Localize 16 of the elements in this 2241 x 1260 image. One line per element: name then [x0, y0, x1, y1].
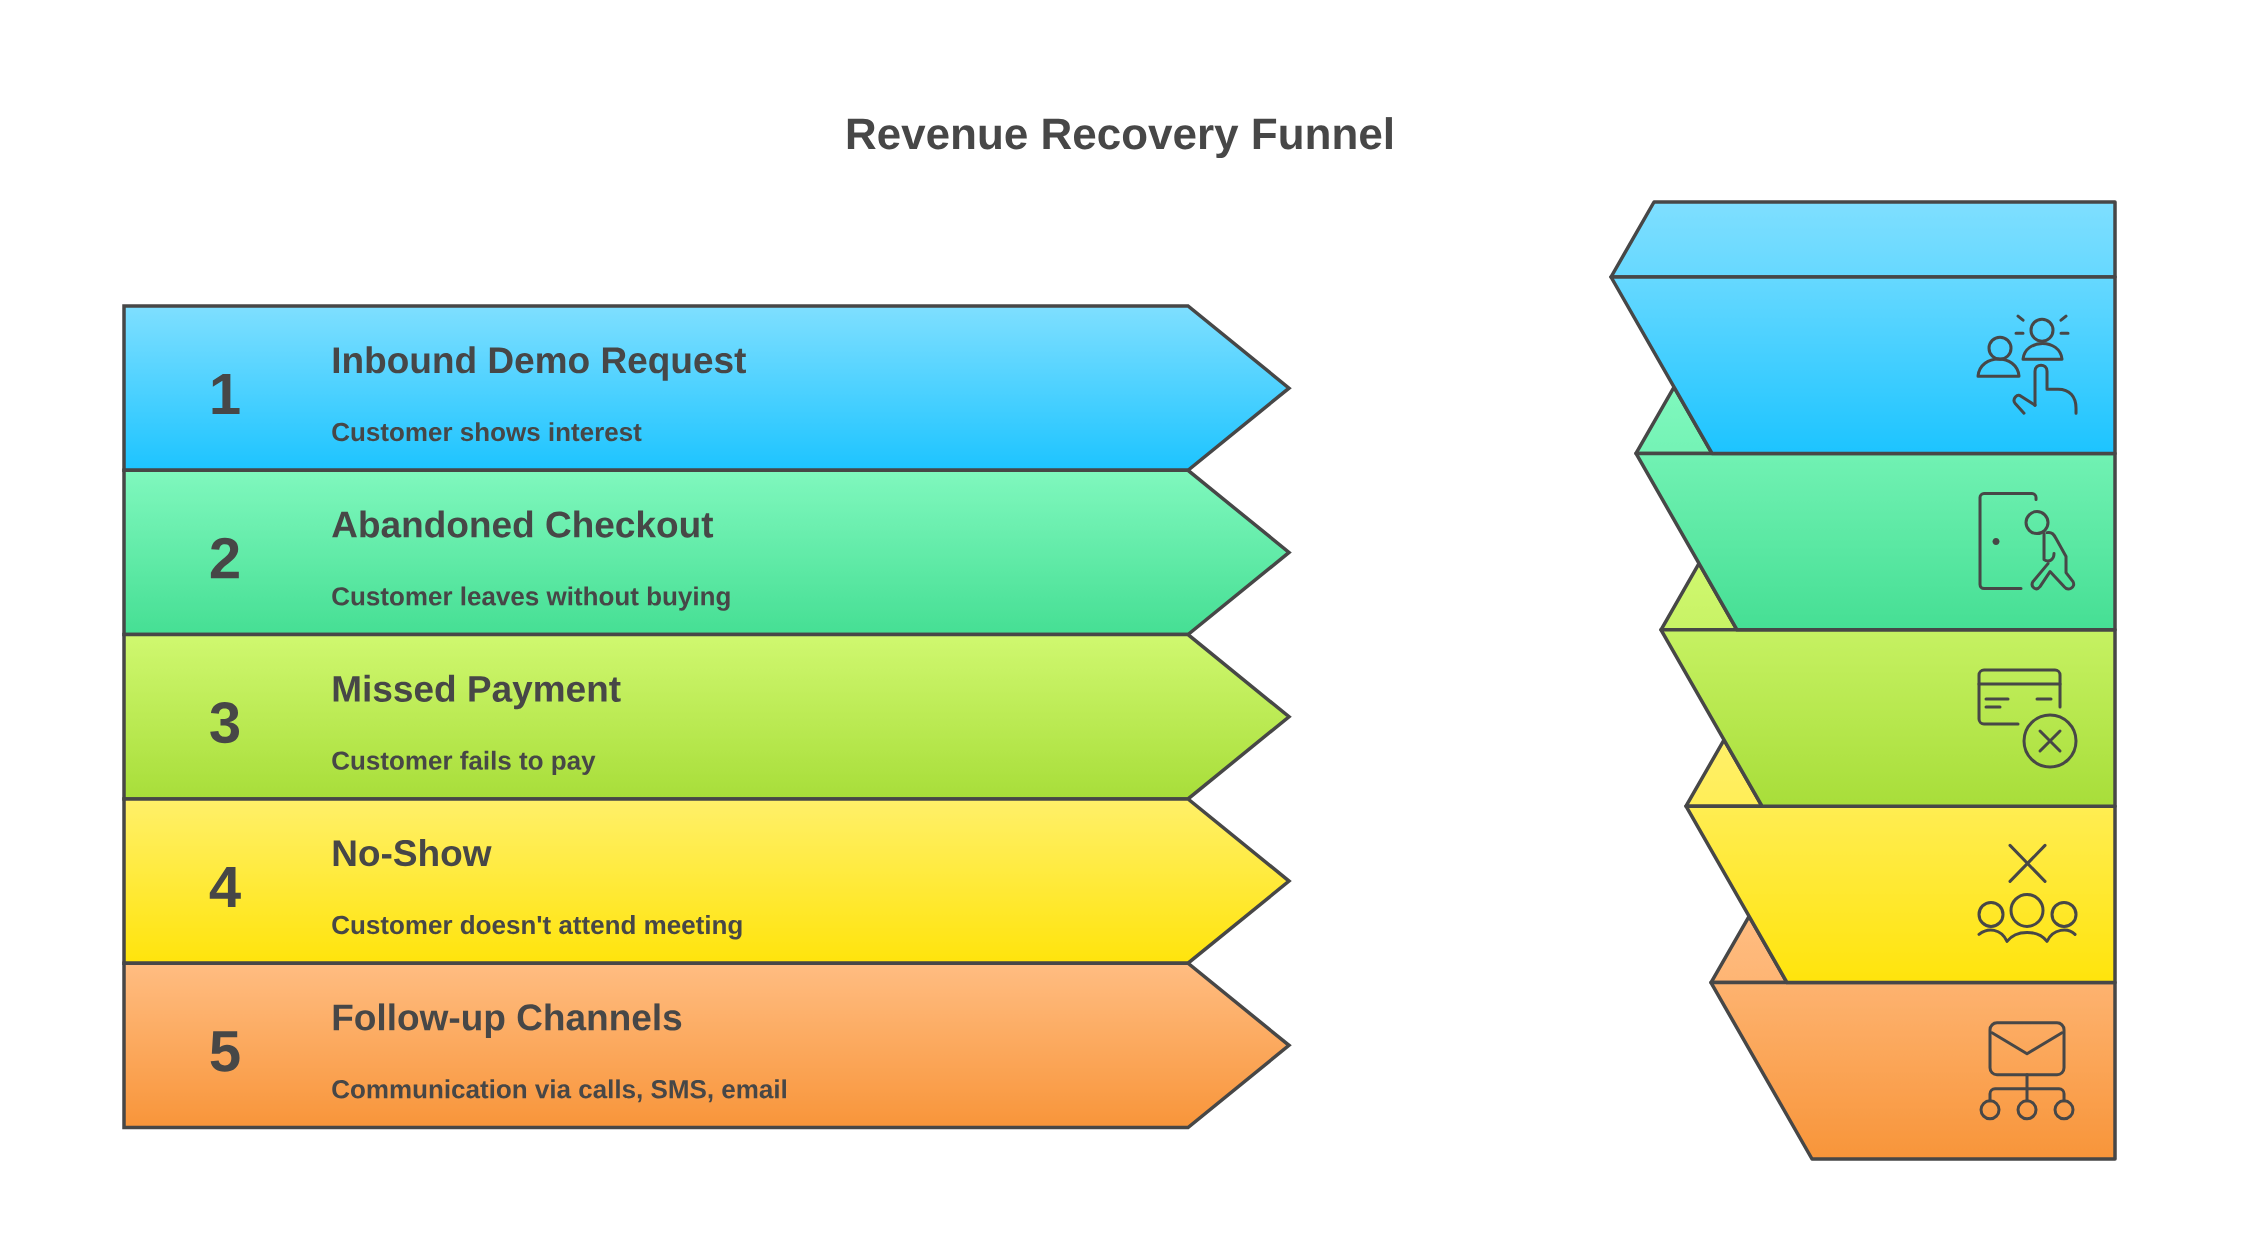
step-number: 4	[209, 867, 241, 907]
step-title: No-Show	[333, 839, 492, 867]
step-title: Missed Payment	[333, 674, 621, 710]
step-title: Abandoned Checkout	[332, 510, 714, 538]
step-description: Customer fails to pay	[332, 750, 596, 775]
step-description: Customer shows interest	[332, 422, 642, 442]
step-number: 1	[212, 374, 240, 414]
step-title: Inbound Demo Request	[333, 346, 746, 381]
step-description: Customer doesn't attend meeting	[332, 915, 742, 940]
step-number: 2	[210, 537, 239, 579]
step-number: 3	[210, 702, 240, 744]
step-description: Communication via calls, SMS, email	[332, 1079, 786, 1103]
title: Revenue Recovery Funnel	[847, 117, 1392, 159]
step-title: Follow-up Channels	[333, 1003, 682, 1038]
step-description: Customer leaves without buying	[332, 586, 730, 611]
step-number: 5	[210, 1031, 240, 1072]
